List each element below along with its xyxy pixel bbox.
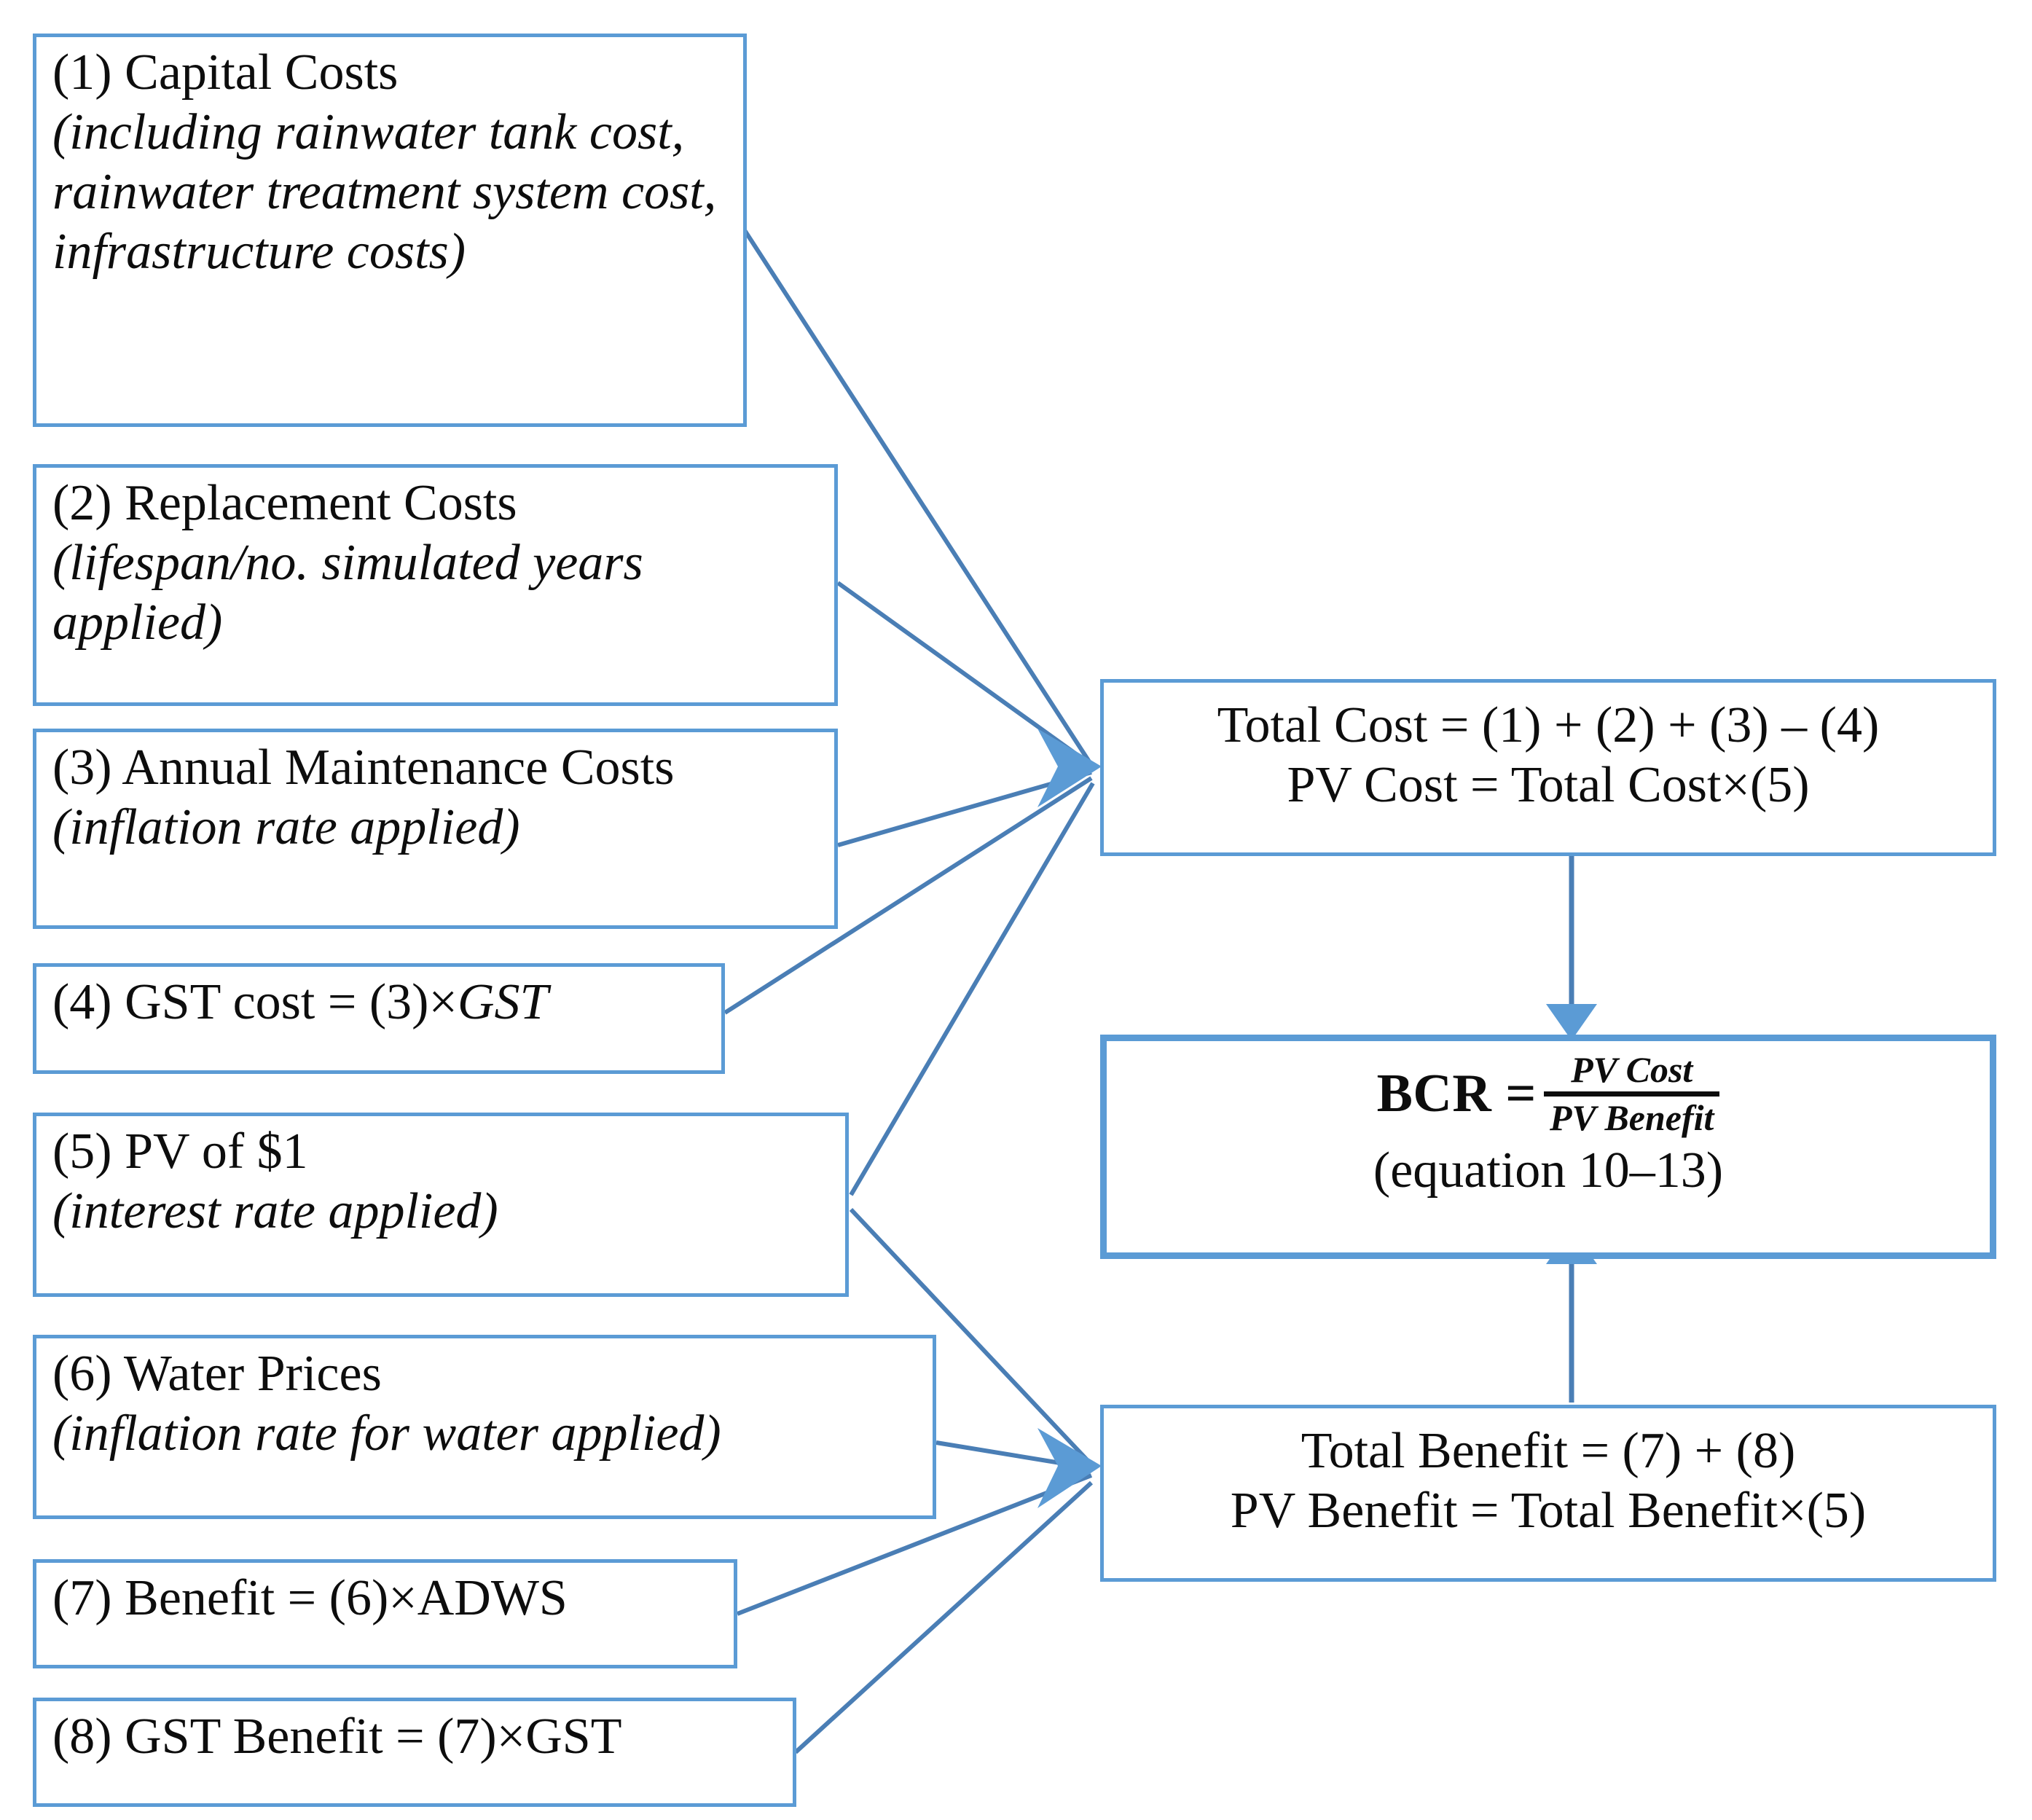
input-label-2: Replacement Costs bbox=[125, 475, 517, 531]
edge-maintenance-to-total-cost bbox=[837, 770, 1092, 847]
input-label-8: GST Benefit = (7)×GST bbox=[125, 1709, 622, 1765]
input-note-capital-costs: (including rainwater tank cost, rainwate… bbox=[52, 103, 717, 280]
edge-water-prices-to-total-benefit bbox=[935, 1440, 1092, 1470]
bcr-equation-reference: (equation 10–13) bbox=[1373, 1142, 1724, 1199]
input-note-annual-maintenance-costs: (inflation rate applied) bbox=[52, 799, 520, 855]
input-title-capital-costs: (1) Capital Costs bbox=[52, 43, 727, 103]
input-box-gst-cost[interactable]: (4) GST cost = (3)×GST bbox=[33, 963, 725, 1074]
input-number-8: (8) bbox=[52, 1709, 112, 1765]
input-label-3: Annual Maintenance Costs bbox=[122, 740, 675, 796]
total-cost-box[interactable]: Total Cost = (1) + (2) + (3) – (4) PV Co… bbox=[1100, 679, 1996, 856]
input-title-gst-cost: (4) GST cost = (3)×GST bbox=[52, 973, 705, 1032]
input-label-5: PV of $1 bbox=[125, 1123, 308, 1180]
bcr-numerator: PV Cost bbox=[1571, 1049, 1693, 1090]
total-cost-line-1: Total Cost = (1) + (2) + (3) – (4) bbox=[1217, 697, 1880, 753]
input-number-5: (5) bbox=[52, 1123, 112, 1180]
junction-arrow-total-benefit bbox=[1037, 1428, 1102, 1508]
edge-pv-to-total-cost bbox=[849, 782, 1095, 1196]
input-box-water-prices[interactable]: (6) Water Prices (inflation rate for wat… bbox=[33, 1335, 936, 1519]
input-title-annual-maintenance-costs: (3) Annual Maintenance Costs (inflation … bbox=[52, 738, 818, 858]
input-title-benefit: (7) Benefit = (6)×ADWS bbox=[52, 1569, 718, 1628]
input-number-3: (3) bbox=[52, 740, 112, 796]
input-title-replacement-costs: (2) Replacement Costs bbox=[52, 474, 818, 533]
input-box-pv-of-1-dollar[interactable]: (5) PV of $1 (interest rate applied) bbox=[33, 1113, 849, 1297]
total-cost-line-2: PV Cost = Total Cost×(5) bbox=[1287, 756, 1810, 813]
bcr-box[interactable]: BCR = PV Cost PV Benefit (equation 10–13… bbox=[1100, 1035, 1996, 1259]
input-note-water-prices: (inflation rate for water applied) bbox=[52, 1405, 721, 1462]
input-box-gst-benefit[interactable]: (8) GST Benefit = (7)×GST bbox=[33, 1698, 796, 1807]
input-number-2: (2) bbox=[52, 475, 112, 531]
input-label-7: Benefit = (6)×ADWS bbox=[125, 1570, 568, 1626]
edge-gst-benefit-to-total-benefit bbox=[793, 1480, 1094, 1754]
total-benefit-line-1: Total Benefit = (7) + (8) bbox=[1301, 1423, 1796, 1479]
input-note-pv-of-1-dollar: (interest rate applied) bbox=[52, 1182, 498, 1239]
edge-replacement-to-total-cost bbox=[836, 581, 1093, 767]
bcr-fraction: PV Cost PV Benefit bbox=[1543, 1049, 1720, 1138]
bcr-formula: BCR = PV Cost PV Benefit bbox=[1123, 1051, 1974, 1137]
input-number-4: (4) bbox=[52, 974, 112, 1030]
input-number-1: (1) bbox=[52, 44, 112, 101]
input-title-pv-of-1-dollar: (5) PV of $1 bbox=[52, 1122, 829, 1182]
input-note-gst-cost: GST bbox=[457, 974, 549, 1030]
junction-arrow-total-cost bbox=[1037, 729, 1102, 807]
bcr-denominator: PV Benefit bbox=[1549, 1097, 1714, 1138]
bcr-label: BCR = bbox=[1376, 1064, 1537, 1124]
input-title-water-prices: (6) Water Prices bbox=[52, 1344, 917, 1404]
input-box-annual-maintenance-costs[interactable]: (3) Annual Maintenance Costs (inflation … bbox=[33, 729, 838, 929]
input-label-1: Capital Costs bbox=[125, 44, 399, 101]
total-benefit-line-2: PV Benefit = Total Benefit×(5) bbox=[1230, 1482, 1867, 1539]
input-number-7: (7) bbox=[52, 1570, 112, 1626]
input-note-replacement-costs: (lifespan/no. simulated years applied) bbox=[52, 534, 643, 651]
input-box-capital-costs[interactable]: (1) Capital Costs (including rainwater t… bbox=[33, 34, 747, 427]
input-title-gst-benefit: (8) GST Benefit = (7)×GST bbox=[52, 1707, 777, 1767]
fraction-bar-icon bbox=[1543, 1091, 1720, 1097]
input-label-6: Water Prices bbox=[123, 1346, 382, 1402]
input-box-benefit[interactable]: (7) Benefit = (6)×ADWS bbox=[33, 1559, 737, 1668]
input-box-replacement-costs[interactable]: (2) Replacement Costs (lifespan/no. simu… bbox=[33, 464, 838, 706]
total-benefit-box[interactable]: Total Benefit = (7) + (8) PV Benefit = T… bbox=[1100, 1405, 1996, 1582]
input-number-6: (6) bbox=[52, 1346, 112, 1402]
input-label-4: GST cost = (3)× bbox=[125, 974, 458, 1030]
